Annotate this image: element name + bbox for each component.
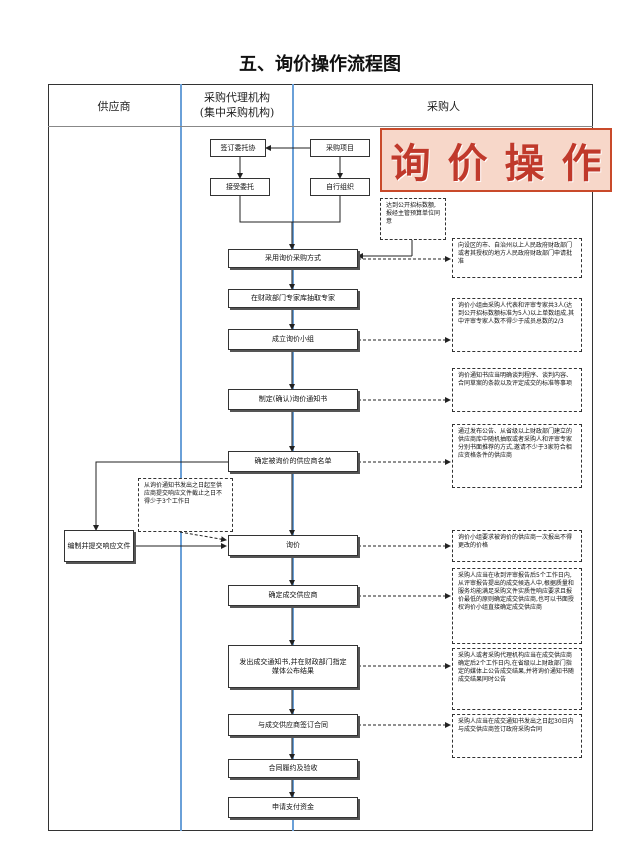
group-rule-note: 询价小组由采购人代表和评审专家共3人(达到公开招标数额标准为5人)以上单数组成,… [452, 298, 582, 352]
lane-header-agency: 采购代理机构 (集中采购机构) [182, 90, 292, 121]
deadline-rule-note: 从询价通知书发出之日起至供应商提交响应文件截止之日不得少于3个工作日 [138, 478, 233, 532]
lane-divider-supplier [180, 84, 182, 831]
lane-header-agency-line1: 采购代理机构 [204, 91, 270, 104]
stamp-char-2: 价 [447, 140, 488, 187]
purchase-project-box: 采购项目 [310, 139, 370, 157]
issue-notice-box: 发出成交通知书,并在财政部门指定媒体公布结果 [228, 645, 358, 688]
confirm-suppliers-box: 确定被询价的供应商名单 [228, 451, 358, 472]
flowchart-frame [48, 84, 593, 831]
price-rule-note: 询价小组要求被询价的供应商一次报出不得更改的价格 [452, 530, 582, 562]
notice-rule-note: 询价通知书应当明确谈判程序、谈判内容、合同草案的条款以及评定成交的标准等事项 [452, 368, 582, 412]
stamp-char-1: 询 [390, 140, 431, 187]
sign-entrust-box: 签订委托协 [210, 139, 266, 157]
contract-rule-note: 采购人应当在成交通知书发出之日起30日内与成交供应商签订政府采购合同 [452, 714, 582, 758]
inquiry-box: 询价 [228, 535, 358, 556]
confirm-winner-box: 确定成交供应商 [228, 585, 358, 606]
extract-experts-box: 在财政部门专家库抽取专家 [228, 289, 358, 308]
prepare-docs-box: 编制并提交响应文件 [64, 530, 134, 562]
inquiry-operation-stamp: 询 价 操 作 [380, 128, 612, 192]
threshold-note: 达到公开招标数额,报经主管预算单位同意 [380, 198, 446, 240]
accept-entrust-box: 接受委托 [210, 178, 270, 196]
lane-header-supplier: 供应商 [97, 100, 131, 113]
adopt-method-box: 采用询价采购方式 [228, 249, 358, 268]
stamp-char-3: 操 [504, 140, 545, 187]
supplier-rule-note: 通过发布公告、从省级以上财政部门建立的供应商库中随机抽取或者采购人和评审专家分别… [452, 424, 582, 488]
self-organize-box: 自行组织 [310, 178, 370, 196]
perform-contract-box: 合同履约及验收 [228, 759, 358, 778]
page-title: 五、询价操作流程图 [239, 54, 401, 75]
approval-note: 向设区的市、自治州以上人民政府财政部门或者其授权的地方人民政府财政部门申请批准 [452, 238, 582, 278]
lane-header-underline [48, 126, 593, 127]
lane-header-agency-line2: (集中采购机构) [199, 106, 275, 120]
form-group-box: 成立询价小组 [228, 329, 358, 350]
lane-header-purchaser: 采购人 [427, 100, 460, 113]
stamp-char-4: 作 [561, 140, 602, 187]
make-notice-box: 制定(确认)询价通知书 [228, 389, 358, 410]
winner-rule-note: 采购人应当在收到评审报告后5个工作日内,从评审报告提出的成交候选人中,根据质量和… [452, 568, 582, 644]
sign-contract-box: 与成交供应商签订合同 [228, 714, 358, 736]
publish-rule-note: 采购人或者采购代理机构应当在成交供应商确定后2个工作日内,在省级以上财政部门指定… [452, 648, 582, 710]
apply-payment-box: 申请支付资金 [228, 797, 358, 818]
